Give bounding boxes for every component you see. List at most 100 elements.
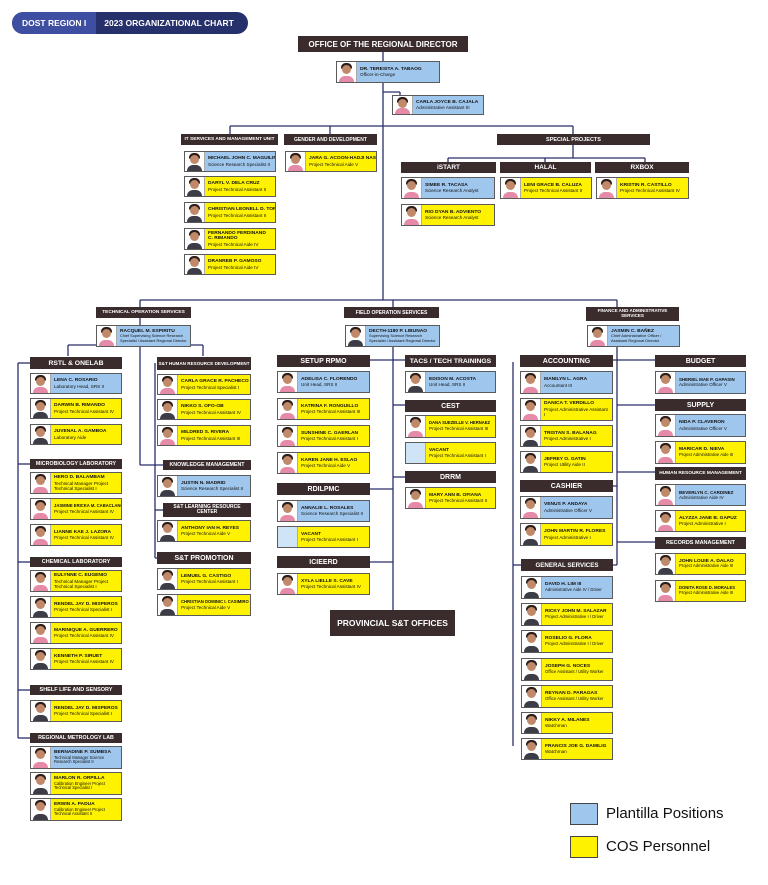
header-rdilpmc: RDILPMC	[277, 483, 370, 495]
header-micro: MICROBIOLOGY LABORATORY	[30, 459, 122, 469]
header-records: RECORDS MANAGEMENT	[655, 537, 746, 549]
header-drrm: DRRM	[405, 471, 496, 483]
header-shelf: SHELF LIFE AND SENSORY	[30, 685, 122, 695]
header-rstl: RSTL & ONELAB	[30, 357, 122, 369]
region-label: DOST REGION I	[12, 12, 97, 34]
header-itsm: IT SERVICES AND MANAGEMENT UNIT	[181, 134, 278, 145]
header-cashier: CASHIER	[520, 480, 613, 492]
header-istart: iSTART	[401, 162, 496, 173]
header-tos: TECHNICAL OPERATION SERVICES	[96, 307, 191, 318]
header-budget: BUDGET	[655, 355, 746, 367]
header-gad: GENDER AND DEVELOPMENT	[284, 134, 377, 145]
header-sthrd: S&T HUMAN RESOURCE DEVELOPMENT	[157, 357, 251, 370]
legend-swatch-cos	[570, 836, 598, 858]
legend-label-cos: COS Personnel	[606, 838, 711, 855]
header-icieerd: ICIEERD	[277, 556, 370, 568]
header-chem: CHEMICAL LABORATORY	[30, 557, 122, 567]
chart-title: DOST REGION I 2023 ORGANIZATIONAL CHART	[12, 12, 248, 34]
chart-title-text: 2023 ORGANIZATIONAL CHART	[104, 18, 234, 28]
header-stlrc: S&T LEARNING RESOURCE CENTER	[163, 503, 251, 517]
header-stpromo: S&T PROMOTION	[157, 552, 251, 564]
header-cest: CEST	[405, 400, 496, 412]
header-km: KNOWLEDGE MANAGEMENT	[163, 460, 251, 470]
legend-label-plantilla: Plantilla Positions	[606, 805, 724, 822]
header-rxbox: RXBOX	[595, 162, 689, 173]
header-ord: OFFICE OF THE REGIONAL DIRECTOR	[298, 36, 468, 52]
header-setup: SETUP RPMO	[277, 355, 370, 367]
header-provincial: PROVINCIAL S&T OFFICES	[330, 610, 455, 636]
header-special: SPECIAL PROJECTS	[497, 134, 650, 145]
header-supply: SUPPLY	[655, 399, 746, 411]
card-it3: CHRISTIAN LEONELL D. TORRESProject Techn…	[184, 202, 276, 223]
header-tacs: TACS / TECH TRAININGS	[405, 355, 496, 367]
header-fas: FINANCE AND ADMINISTRATIVE SERVICES	[586, 307, 679, 321]
header-accounting: ACCOUNTING	[520, 355, 613, 367]
header-halal: HALAL	[500, 162, 591, 173]
header-metro: REGIONAL METROLOGY LAB	[30, 733, 122, 743]
header-fos: FIELD OPERATION SERVICES	[344, 307, 439, 318]
